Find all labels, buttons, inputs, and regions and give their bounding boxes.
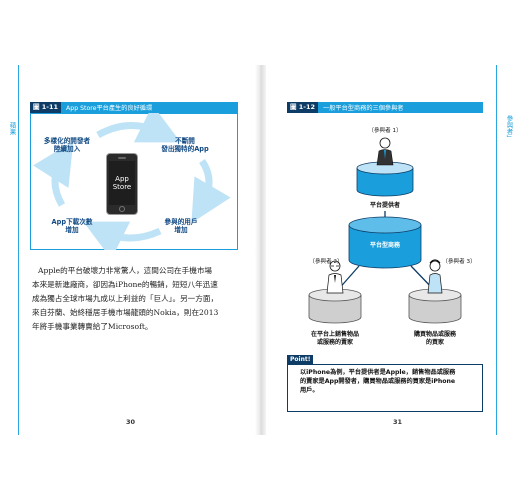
left-page-number: 30 (126, 418, 136, 426)
figure-1-11-header: 圖 1-11 App Store平台產生的良好循環 (30, 102, 238, 113)
person-1-icon (376, 137, 394, 166)
participant-1-label: 〔參與者 1〕 (368, 128, 402, 134)
seller-label: 在平台上銷售物品 或服務的賣家 (310, 331, 359, 346)
label-diverse-developers: 多樣化的開發者 陸續加入 (43, 137, 91, 153)
figure-title: 一般平台型商務的三個參與者 (323, 105, 404, 112)
buyer-label: 購買物品或服務 的買家 (413, 331, 456, 346)
body-line-2: 本來是新進廠商，卻因為iPhone的暢銷，短短八年迅速 (32, 280, 218, 289)
point-text: 以iPhone為例，平台提供者是Apple，銷售物品或服務 的賣家是App開發者… (300, 369, 456, 395)
book-gutter (255, 65, 266, 435)
body-line-3: 成為獨占全球市場九成以上利益的「巨人」。另一方面， (32, 294, 219, 303)
iphone-home-button (119, 206, 125, 212)
platform-provider-label: 平台提供者 (369, 202, 400, 209)
person-3-icon (427, 259, 443, 294)
point-badge: Point! (287, 355, 314, 364)
figure-number: 圖 1-11 (30, 102, 62, 113)
iphone-speaker (118, 157, 126, 159)
platform-business-label: 平台型商務 (369, 242, 400, 249)
participant-3-label: 〔參與者 3〕 (442, 259, 476, 265)
figure-1-12-header: 圖 1-12 一般平台型商務的三個參與者 (287, 102, 483, 113)
body-line-1: Apple的平台破壞力非常驚人，這間公司在手機市場 (38, 266, 213, 275)
participant-2-label: 〔參與者 2〕 (309, 259, 343, 265)
point-box (287, 364, 483, 412)
right-side-tab: 參與者」 (505, 115, 513, 141)
platform-business-cylinder (348, 216, 422, 269)
phone-text-line-1: App (115, 174, 129, 183)
cycle-arrows (33, 113, 231, 250)
right-page-edge-line (496, 65, 497, 435)
cycle-arrow-top (96, 113, 181, 143)
seller-cylinder (308, 288, 362, 324)
platform-provider-cylinder (356, 161, 414, 197)
cycle-arrow-bottom (83, 221, 162, 250)
iphone-screen: App Store (109, 161, 135, 205)
label-more-downloads: App下載次數 增加 (51, 218, 93, 234)
person-2-icon (326, 260, 344, 294)
cycle-arrow-left (33, 141, 74, 207)
label-unique-apps: 不斷開 發出獨特的App (161, 137, 209, 153)
figure-title: App Store平台產生的良好循環 (66, 105, 153, 112)
platform-diagram (308, 137, 462, 324)
left-page-edge-line (18, 65, 19, 435)
cycle-arrow-right (191, 158, 231, 224)
label-more-users: 參與的用戶 增加 (164, 218, 198, 234)
phone-text-line-2: Store (112, 183, 132, 191)
right-page-number: 31 (393, 418, 403, 426)
iphone-illustration: App Store (106, 153, 138, 215)
buyer-cylinder (408, 288, 462, 324)
body-line-5: 年將手機事業轉賣給了Microsoft。 (32, 322, 153, 331)
body-line-4: 來自芬蘭、始終穩居手機市場龍頭的Nokia，則在2013 (32, 308, 219, 317)
left-side-tab: 蘋果 (8, 122, 16, 135)
figure-number: 圖 1-12 (287, 102, 319, 113)
